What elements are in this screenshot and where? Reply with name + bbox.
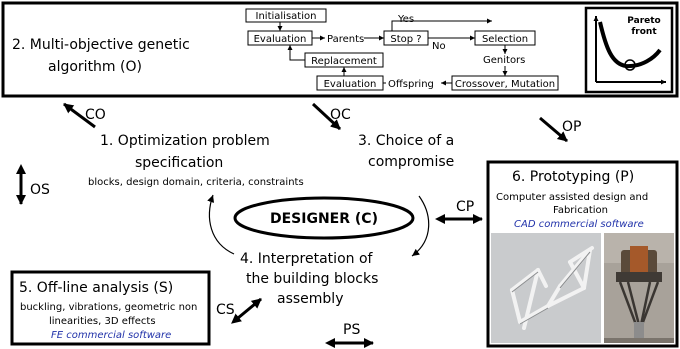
label-no: No [432,41,446,52]
arrow-oc [311,102,342,131]
node-selection-label: Selection [482,34,528,45]
ga-title-line1: 2. Multi-objective genetic [12,37,190,53]
main-arrows [16,102,568,348]
step5-title: 5. Off-line analysis (S) [19,280,173,296]
step5-software: FE commercial software [51,330,171,341]
node-initialisation-label: Initialisation [256,11,317,22]
label-os: OS [30,182,50,198]
step6-title: 6. Prototyping (P) [512,169,634,185]
step3-title-line1: 3. Choice of a [358,133,454,149]
label-cp: CP [456,199,474,215]
cad-truss-render [491,233,601,343]
step4-title-line1: 4. Interpretation of [240,251,374,267]
ga-flow-connectors [277,18,508,86]
step1-detail: blocks, design domain, criteria, constra… [88,177,304,188]
arrow-co [63,102,96,129]
label-op: OP [562,119,581,135]
designer-ellipse [233,196,415,240]
step6-software: CAD commercial software [514,219,644,230]
node-offspring-label: Offspring [388,79,434,90]
step1-title-line2: specification [135,155,223,171]
label-oc: OC [330,107,351,123]
node-parents-label: Parents [327,34,364,45]
node-replacement-label: Replacement [311,56,377,67]
node-crossover-label: Crossover, Mutation [455,79,555,90]
prototype-photo [604,233,674,343]
step4-title-line2: the building blocks [246,271,378,287]
node-evaluation-bottom-label: Evaluation [324,79,377,90]
node-stop-label: Stop ? [390,34,421,45]
pareto-label-line2: front [631,27,657,37]
arrow-cs [231,297,262,324]
step6-line1: Computer assisted design and [496,192,648,203]
step4-title-line3: assembly [277,291,343,307]
designer-cycle [207,194,430,257]
node-initialisation [245,8,327,23]
pareto-compromise-point [624,59,636,71]
step6-line2: Fabrication [553,205,608,216]
arrow-op [539,116,568,143]
pareto-curve [598,21,662,69]
label-yes: Yes [397,14,414,25]
offline-analysis-box [10,270,211,346]
node-genitors-label: Genitors [483,55,525,66]
step3-title-line2: compromise [368,154,454,170]
designer-label: DESIGNER (C) [270,211,378,227]
step5-line2: linearities, 3D effects [49,316,156,327]
pareto-axes [593,16,666,85]
node-evaluation-top-label: Evaluation [254,34,307,45]
ga-title-line2: algorithm (O) [48,59,142,75]
step1-title-line1: 1. Optimization problem [100,133,270,149]
pareto-label-line1: Pareto [627,16,660,26]
label-ps: PS [343,322,360,338]
step5-line1: buckling, vibrations, geometric non [20,302,197,313]
label-cs: CS [216,302,235,318]
label-co: CO [85,107,106,123]
